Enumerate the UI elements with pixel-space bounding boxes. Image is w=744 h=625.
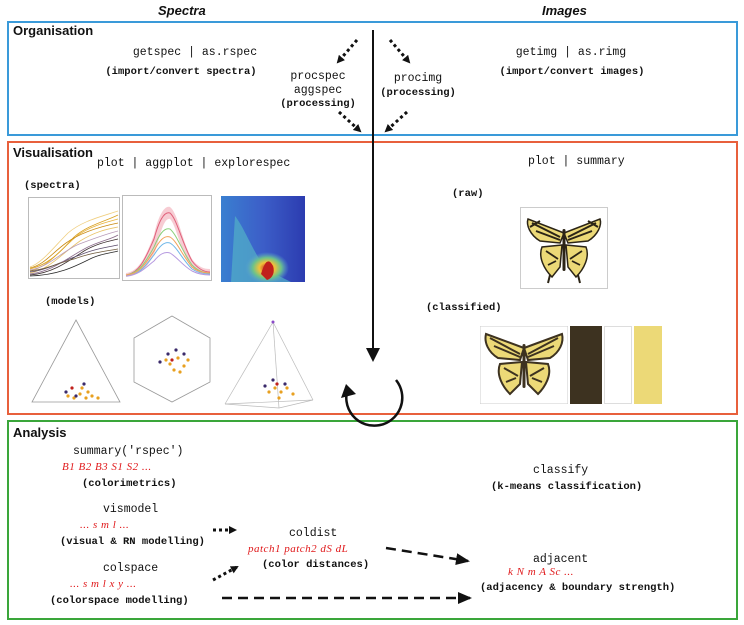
models-label: (models) [45, 296, 96, 308]
spectra-overlay-plot [28, 197, 120, 279]
colspace-variables: ... s m l x y ... [70, 578, 137, 590]
class-swatch-dark [570, 326, 602, 404]
circular-arrowhead [341, 384, 356, 398]
arrow-getspec-procspec [336, 39, 359, 64]
arrow-coldist-adjacent [385, 546, 470, 566]
adjacent-function: adjacent [533, 553, 589, 566]
arrow-getimg-procimg [388, 39, 411, 64]
vismodel-variables: ... s m l ... [80, 519, 130, 531]
classified-butterfly-image [480, 326, 568, 404]
procspec-note: (processing) [280, 98, 356, 110]
summary-note: (colorimetrics) [82, 478, 177, 490]
arrow-procspec-center [337, 110, 362, 133]
adjacent-note: (adjacency & boundary strength) [480, 582, 676, 594]
hexagon-colorspace-plot [133, 315, 211, 403]
spectra-label: (spectra) [24, 180, 81, 192]
getspec-note: (import/convert spectra) [105, 66, 257, 78]
vismodel-note: (visual & RN modelling) [60, 536, 205, 548]
colspace-function: colspace [103, 562, 159, 575]
explorespec-heatmap [221, 196, 305, 282]
images-column-header: Images [542, 3, 587, 18]
coldist-note: (color distances) [262, 559, 370, 571]
procimg-label: procimg [393, 72, 443, 85]
coldist-variables: patch1 patch2 dS dL [248, 543, 349, 555]
tetrahedron-colorspace-plot [224, 320, 314, 409]
visualisation-title: Visualisation [13, 145, 93, 160]
circular-arrow [345, 379, 404, 427]
classify-note: (k-means classification) [491, 481, 643, 493]
raw-butterfly-image [520, 207, 608, 289]
spectra-column-header: Spectra [158, 3, 206, 18]
arrow-procimg-center [384, 110, 409, 133]
procspec-label: procspec [290, 70, 346, 83]
analysis-panel [7, 420, 738, 620]
classified-label: (classified) [426, 302, 502, 314]
analysis-title: Analysis [13, 425, 67, 440]
organisation-title: Organisation [13, 23, 94, 38]
coldist-function: coldist [289, 527, 338, 540]
central-arrowhead [366, 348, 380, 362]
getimg-note: (import/convert images) [499, 66, 645, 78]
aggspec-label: aggspec [293, 84, 343, 97]
image-plot-functions: plot | summary [528, 155, 625, 168]
classify-function: classify [533, 464, 589, 477]
getspec-label: getspec | as.rspec [132, 46, 258, 59]
aggplot-spectra-plot [122, 195, 212, 281]
summary-function: summary('rspec') [73, 445, 184, 458]
class-swatch-white [604, 326, 632, 404]
class-swatch-yellow [634, 326, 662, 404]
raw-label: (raw) [452, 188, 484, 200]
vismodel-function: vismodel [103, 503, 159, 516]
adjacent-variables: k N m A Sc ... [508, 566, 574, 578]
arrow-colspace-coldist [212, 565, 239, 582]
spectra-plot-functions: plot | aggplot | explorespec [97, 157, 291, 170]
getimg-label: getimg | as.rimg [515, 46, 627, 59]
colspace-note: (colorspace modelling) [50, 595, 189, 607]
triangle-colorspace-plot [31, 319, 121, 403]
procimg-note: (processing) [380, 87, 456, 99]
summary-variables: B1 B2 B3 S1 S2 ... [62, 461, 152, 473]
